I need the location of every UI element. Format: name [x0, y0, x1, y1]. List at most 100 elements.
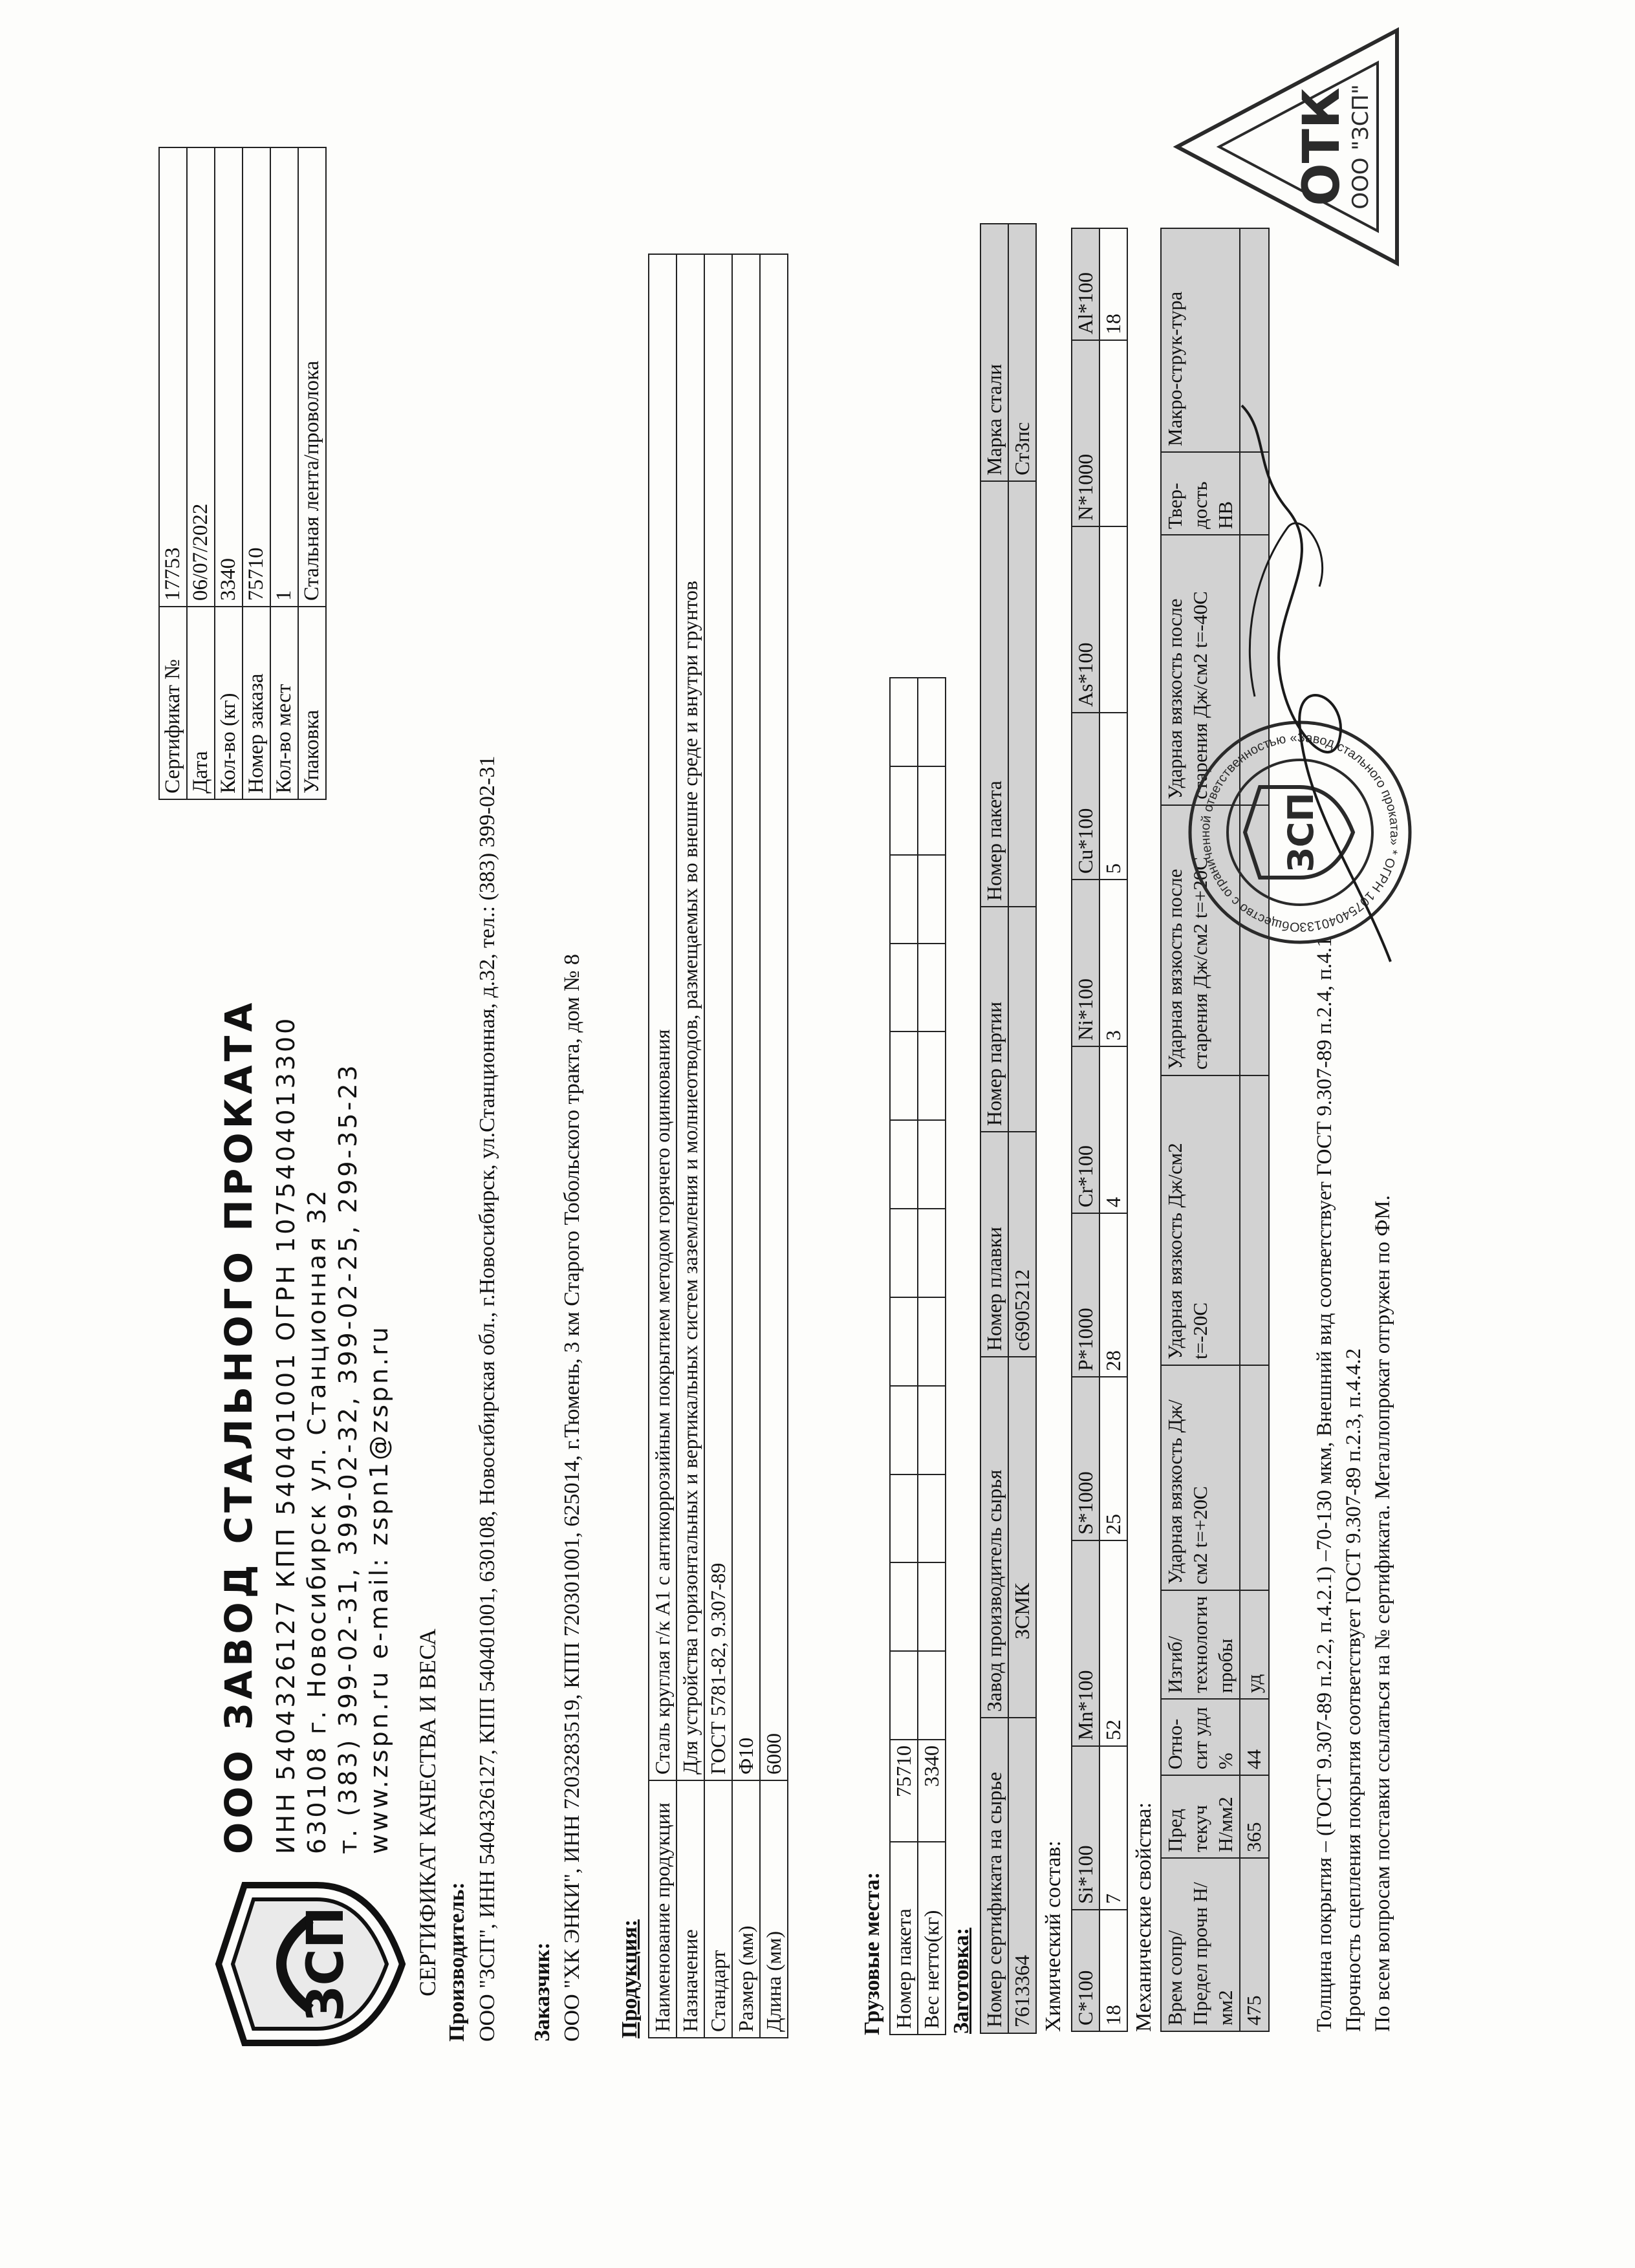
chem-header: S*1000: [1072, 1377, 1099, 1540]
mech-header: Отно-сит удл %: [1161, 1699, 1240, 1775]
cargo-row: Вес нетто(кг) 3340: [918, 678, 946, 2035]
otk-stamp-center: ОТК: [1293, 87, 1351, 206]
cert-label: Дата: [187, 607, 215, 799]
note-contact: По всем вопросам поставки ссылаться на №…: [1371, 1195, 1394, 2032]
signature: [1229, 393, 1423, 975]
company-phones: т. (383) 399-02-31, 399-02-32, 399-02-25…: [334, 1063, 362, 1854]
chem-label: Химический состав:: [1041, 1841, 1065, 2032]
mech-header-row: Врем сопр/ Предел прочн Н/мм2 Пред текуч…: [1161, 228, 1240, 2031]
chem-value: 4: [1099, 1046, 1127, 1213]
mech-value: 475: [1240, 1858, 1269, 2031]
producer-text: ООО "ЗСП", ИНН 5404326127, КПП 540401001…: [475, 755, 499, 2042]
cert-value: 17753: [159, 147, 187, 607]
stamp-center-text: ЗСП: [1281, 792, 1321, 872]
product-label-cell: Стандарт: [704, 1780, 732, 2038]
chem-header-row: C*100 Si*100 Mn*100 S*1000 P*1000 Cr*100…: [1072, 228, 1099, 2031]
cert-value: Стальная лента/проволока: [298, 147, 326, 607]
chem-value: 28: [1099, 1213, 1127, 1377]
cargo-label: Грузовые места:: [860, 1872, 884, 2035]
blank-header: Номер пакета: [980, 481, 1008, 907]
cargo-table: Номер пакета 75710 Вес нетто(кг) 3340: [889, 677, 946, 2035]
customer-text: ООО "ХК ЭНКИ", ИНН 7203283519, КПП 72030…: [560, 954, 584, 2042]
company-requisites: ИНН 5404326127 КПП 540401001 ОГРН 107540…: [272, 1015, 300, 1854]
blank-value: 7613364: [1008, 1718, 1036, 2033]
mech-value: 44: [1240, 1699, 1269, 1775]
chem-value: 18: [1099, 228, 1127, 340]
product-value-cell: Ф10: [732, 254, 760, 1780]
company-address: 630108 г. Новосибирск ул. Станционная 32: [303, 1187, 331, 1854]
cargo-value-cell: 3340: [918, 1740, 946, 1842]
chem-value: 52: [1099, 1540, 1127, 1746]
otk-stamp: ОТК ООО "ЗСП": [1164, 11, 1410, 283]
chem-header: P*1000: [1072, 1213, 1099, 1377]
product-value-cell: Для устройства горизонтальных и вертикал…: [677, 254, 704, 1780]
chem-value-row: 18 7 52 25 28 4 3 5 18: [1099, 228, 1127, 2031]
cert-row: Кол-во (кг)3340: [215, 147, 243, 799]
mech-header: Ударная вязкость Дж/см2 t=-20C: [1161, 1075, 1240, 1365]
company-web: www.zspn.ru e-mail: zspn1@zspn.ru: [365, 1324, 393, 1854]
blank-value-row: 7613364 ЗСМК с6905212 Ст3пс: [1008, 224, 1036, 2033]
cert-label: Кол-во (кг): [215, 607, 243, 799]
cargo-label-cell: Номер пакета: [890, 1842, 918, 2035]
cargo-value-cell: 75710: [890, 1740, 918, 1842]
company-name: ООО ЗАВОД СТАЛЬНОГО ПРОКАТА: [217, 999, 261, 1854]
blank-table: Номер сертификата на сырье Завод произво…: [980, 223, 1037, 2034]
round-stamp: Общество с ограниченной ответственностью…: [1173, 716, 1416, 953]
product-label-cell: Длина (мм): [760, 1780, 788, 2038]
chem-value: 3: [1099, 880, 1127, 1046]
mech-value: [1240, 1365, 1269, 1590]
cert-label: Сертификат №: [159, 607, 187, 799]
blank-value: Ст3пс: [1008, 224, 1036, 481]
product-label: Продукция:: [618, 1919, 642, 2038]
chem-header: Al*100: [1072, 228, 1099, 340]
chem-value: [1099, 340, 1127, 526]
blank-value: [1008, 481, 1036, 907]
mech-header: Изгиб/ технологич пробы: [1161, 1590, 1240, 1699]
blank-value: [1008, 907, 1036, 1132]
note-coating: Толщина покрытия – (ГОСТ 9.307-89 п.2.2,…: [1313, 936, 1336, 2032]
cert-label: Упаковка: [298, 607, 326, 799]
chem-value: 7: [1099, 1746, 1127, 1910]
cert-value: 75710: [243, 147, 270, 607]
chem-header: Si*100: [1072, 1746, 1099, 1910]
mech-header: Ударная вязкость Дж/см2 t=+20C: [1161, 1365, 1240, 1590]
mech-value: [1240, 1075, 1269, 1365]
mech-header: Пред текуч Н/мм2: [1161, 1775, 1240, 1858]
blank-header: Марка стали: [980, 224, 1008, 481]
producer-label: Производитель:: [445, 1882, 469, 2042]
product-value-cell: Сталь круглая г/к А1 с антикоррозийным п…: [649, 254, 677, 1780]
blank-value: ЗСМК: [1008, 1357, 1036, 1718]
blank-header: Завод производитель сырья: [980, 1357, 1008, 1718]
cert-value: 3340: [215, 147, 243, 607]
company-logo: ЗСП: [213, 1874, 407, 2055]
cert-label: Номер заказа: [243, 607, 270, 799]
chem-header: C*100: [1072, 1910, 1099, 2031]
blank-header: Номер партии: [980, 907, 1008, 1132]
blank-label: Заготовка:: [949, 1927, 973, 2034]
blank-value: с6905212: [1008, 1132, 1036, 1357]
mech-value: уд: [1240, 1590, 1269, 1699]
chem-header: As*100: [1072, 526, 1099, 713]
mech-header: Врем сопр/ Предел прочн Н/мм2: [1161, 1858, 1240, 2031]
product-label-cell: Наименование продукции: [649, 1780, 677, 2038]
note-adhesion: Прочность сцепления покрытия соответству…: [1342, 1348, 1365, 2032]
product-value-cell: ГОСТ 5781-82, 9.307-89: [704, 254, 732, 1780]
product-value-cell: 6000: [760, 254, 788, 1780]
chem-header: Cu*100: [1072, 713, 1099, 880]
blank-header: Номер плавки: [980, 1132, 1008, 1357]
mech-header: Твер-дость НВ: [1161, 452, 1240, 535]
cert-value: 1: [270, 147, 298, 607]
cargo-label-cell: Вес нетто(кг): [918, 1842, 946, 2035]
product-label-cell: Размер (мм): [732, 1780, 760, 2038]
